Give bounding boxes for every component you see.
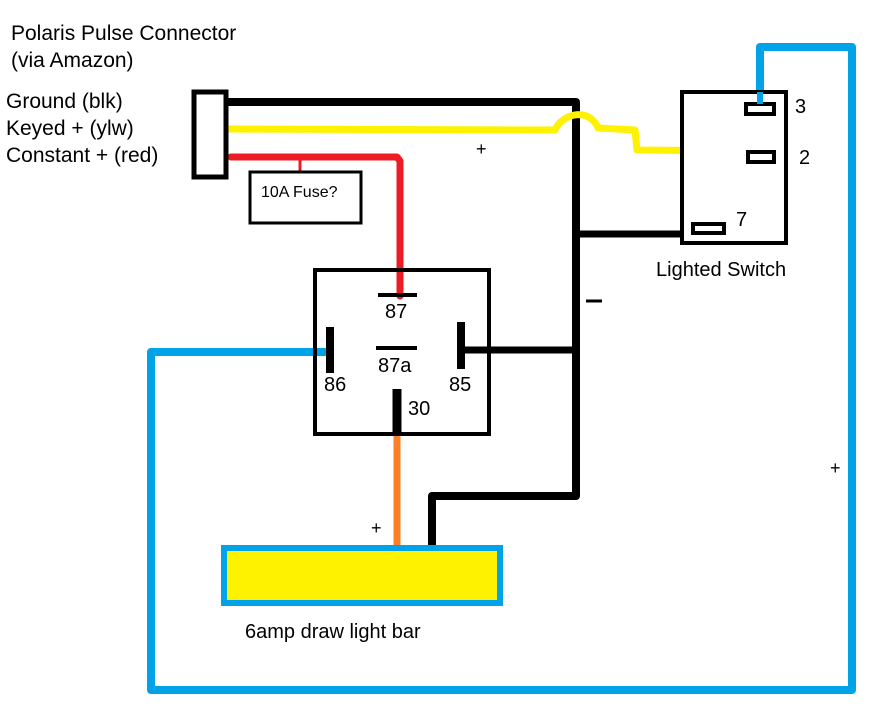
switch-label: Lighted Switch xyxy=(656,259,786,281)
wire-ground-black xyxy=(228,98,580,547)
wire-switched-blue xyxy=(147,43,856,694)
switch-box xyxy=(680,90,788,245)
light-bar-plus-mark: + xyxy=(371,518,382,538)
relay-label-86: 86 xyxy=(324,374,346,396)
fuse-box xyxy=(248,170,363,225)
relay-box xyxy=(313,268,491,436)
connector-pin-constant-label: Constant + (red) xyxy=(6,144,158,167)
fuse-label: 10A Fuse? xyxy=(261,184,338,201)
relay-label-87: 87 xyxy=(385,301,407,323)
relay-label-30: 30 xyxy=(408,398,430,420)
connector-block xyxy=(191,89,229,180)
wire-keyed-yellow xyxy=(226,111,751,155)
switch-out-plus-mark: + xyxy=(830,458,841,478)
title-line-1: Polaris Pulse Connector xyxy=(11,22,236,45)
switch-label-7: 7 xyxy=(736,209,747,231)
wire-constant-red xyxy=(227,153,404,300)
switch-label-3: 3 xyxy=(795,96,806,118)
light-bar xyxy=(221,545,503,606)
switch-terminal-3 xyxy=(744,102,776,116)
connector-pin-ground-label: Ground (blk) xyxy=(6,90,123,113)
title-line-2: (via Amazon) xyxy=(11,49,134,72)
connector-pin-keyed-label: Keyed + (ylw) xyxy=(6,117,134,140)
switch-terminal-7 xyxy=(691,222,726,235)
switch-label-2: 2 xyxy=(799,147,810,169)
relay-label-87a: 87a xyxy=(378,355,412,377)
switch-terminal-2 xyxy=(746,150,776,164)
relay-label-85: 85 xyxy=(449,374,471,396)
keyed-plus-mark: + xyxy=(476,139,487,159)
light-bar-label: 6amp draw light bar xyxy=(245,621,421,643)
